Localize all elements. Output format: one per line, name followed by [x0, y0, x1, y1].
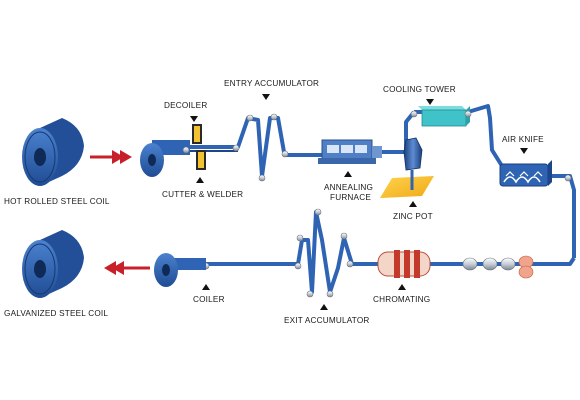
decoiler-marker — [190, 116, 198, 122]
cooling-tower-label: COOLING TOWER — [383, 85, 456, 94]
entry-accumulator-label: ENTRY ACCUMULATOR — [224, 79, 319, 88]
zinc-pot-label: ZINC POT — [393, 212, 433, 221]
annealing-furnace-marker — [344, 171, 352, 177]
cooling-tower-marker — [426, 99, 434, 105]
coiler-label: COILER — [193, 295, 225, 304]
cutter-welder-icon — [192, 124, 206, 170]
annealing-furnace-label-line2: FURNACE — [330, 193, 371, 202]
hot-rolled-steel-coil-label: HOT ROLLED STEEL COIL — [4, 197, 110, 206]
zinc-pot-marker — [409, 201, 417, 207]
annealing-furnace-icon — [318, 139, 382, 164]
galvanized-steel-coil-label: GALVANIZED STEEL COIL — [4, 309, 108, 318]
zinc-pot-icon — [380, 137, 434, 198]
hot-rolled-coil-icon — [22, 118, 84, 186]
roller-icon — [182, 113, 289, 182]
decoiler-label: DECOILER — [164, 101, 207, 110]
air-knife-label: AIR KNIFE — [502, 135, 544, 144]
steel-strip-lower — [159, 210, 576, 294]
annealing-furnace-label-line1: ANNEALING — [324, 183, 373, 192]
roller-icon — [462, 255, 534, 279]
cooling-tower-icon — [418, 106, 470, 127]
chromating-marker — [398, 284, 406, 290]
exit-accumulator-label: EXIT ACCUMULATOR — [284, 316, 370, 325]
galvanized-coil-icon — [22, 230, 84, 298]
roller-icon — [202, 208, 354, 298]
coiler-icon — [154, 253, 206, 287]
exit-accumulator-marker — [320, 304, 328, 310]
chromating-label: CHROMATING — [373, 295, 430, 304]
cutter-welder-marker — [196, 177, 204, 183]
air-knife-marker — [520, 148, 528, 154]
input-arrow-icon — [90, 150, 132, 164]
chromating-icon — [377, 250, 431, 278]
entry-accumulator-marker — [262, 94, 270, 100]
coiler-marker — [202, 284, 210, 290]
output-arrow-icon — [104, 261, 150, 275]
roller-icon — [410, 110, 472, 118]
air-knife-icon — [499, 160, 552, 187]
cutter-welder-label: CUTTER & WELDER — [162, 190, 243, 199]
decoiler-icon — [140, 140, 190, 177]
roller-icon — [564, 174, 572, 182]
